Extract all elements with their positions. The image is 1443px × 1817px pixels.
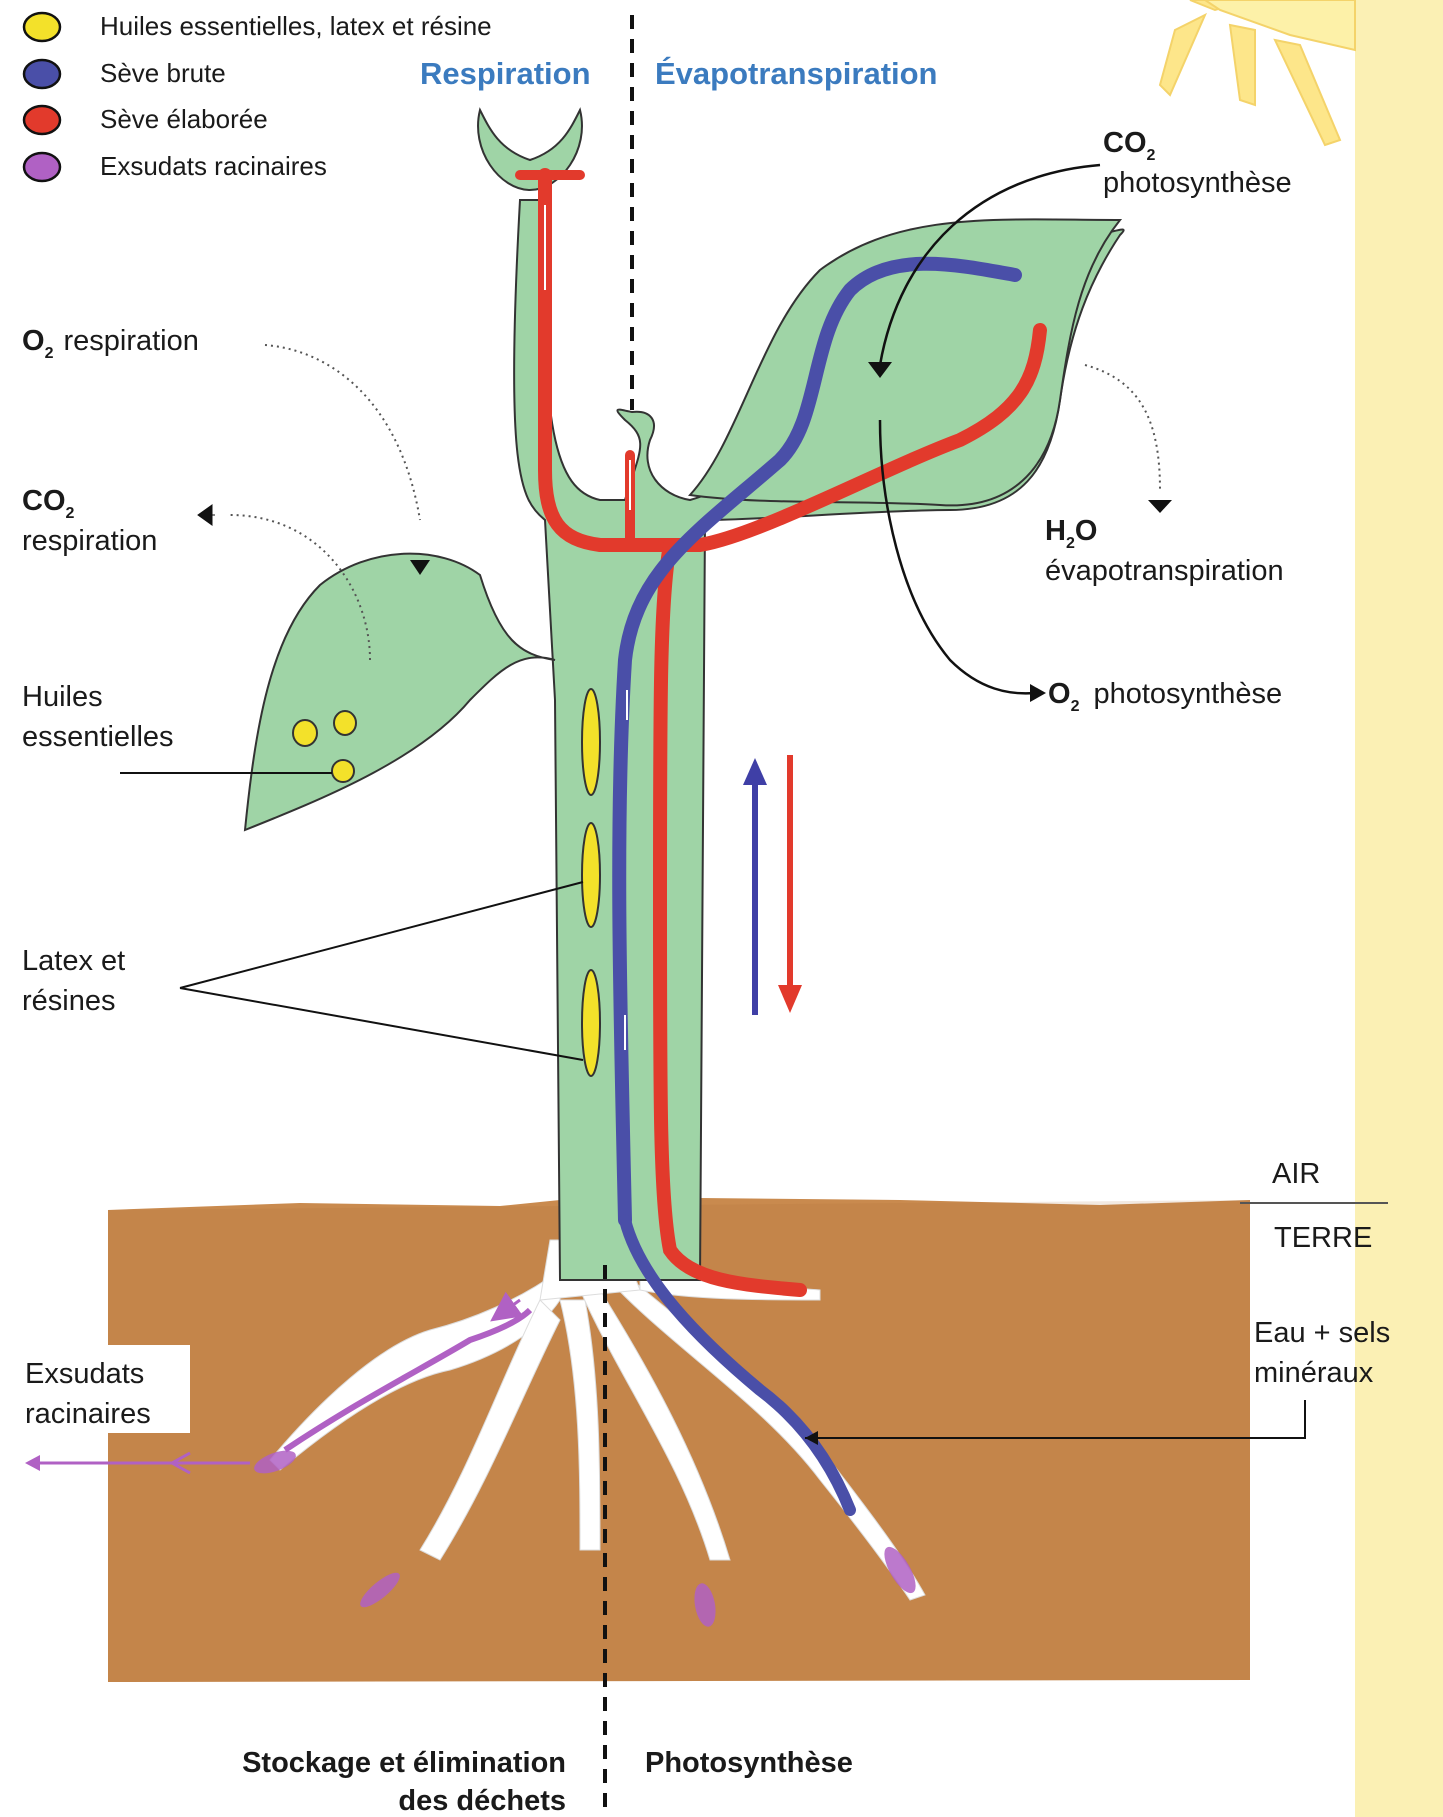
label-co2-respiration-formula: CO2 [22, 485, 75, 522]
legend-label-seve-elaboree: Sève élaborée [100, 104, 268, 134]
legend-swatch-blue [24, 60, 60, 88]
label-latex-1: Latex et [22, 945, 125, 977]
footer-stockage-2: des déchets [398, 1785, 566, 1817]
header-evapotranspiration: Évapotranspiration [655, 56, 938, 91]
legend-swatch-yellow [24, 13, 60, 41]
label-co2-photo-formula: CO2 [1103, 127, 1156, 164]
legend-label-exsudats: Exsudats racinaires [100, 151, 327, 181]
label-h2o-formula: H2O [1045, 515, 1097, 552]
label-air: AIR [1272, 1158, 1320, 1190]
latex-channels [582, 689, 600, 1076]
legend-label-seve-brute: Sève brute [100, 58, 226, 88]
label-huiles-1: Huiles [22, 681, 103, 713]
legend: Huiles essentielles, latex et résine Sèv… [24, 11, 492, 181]
label-co2-photo-text: photosynthèse [1103, 167, 1292, 199]
sun-band [1355, 0, 1443, 1817]
legend-item-huiles: Huiles essentielles, latex et résine [24, 11, 492, 41]
legend-swatch-red [24, 106, 60, 134]
label-eau-1: Eau + sels [1254, 1317, 1390, 1349]
legend-label-huiles: Huiles essentielles, latex et résine [100, 11, 492, 41]
sun-icon [1160, 0, 1355, 145]
label-latex-2: résines [22, 985, 116, 1017]
label-huiles-2: essentielles [22, 721, 174, 753]
legend-swatch-purple [24, 153, 60, 181]
label-h2o-text: évapotranspiration [1045, 555, 1284, 587]
label-exsudats-2: racinaires [25, 1398, 151, 1430]
legend-item-exsudats: Exsudats racinaires [24, 151, 327, 181]
label-terre: TERRE [1274, 1222, 1372, 1254]
legend-item-seve-brute: Sève brute [24, 58, 226, 88]
header-respiration: Respiration [420, 56, 591, 91]
label-eau-2: minéraux [1254, 1357, 1374, 1389]
flow-arrows [743, 755, 802, 1015]
left-leaf [245, 554, 555, 830]
footer-photosynthese: Photosynthèse [645, 1747, 853, 1779]
footer-stockage-1: Stockage et élimination [242, 1747, 566, 1779]
label-exsudats-1: Exsudats [25, 1358, 144, 1390]
legend-item-seve-elaboree: Sève élaborée [24, 104, 268, 134]
label-co2-respiration-text: respiration [22, 525, 157, 557]
